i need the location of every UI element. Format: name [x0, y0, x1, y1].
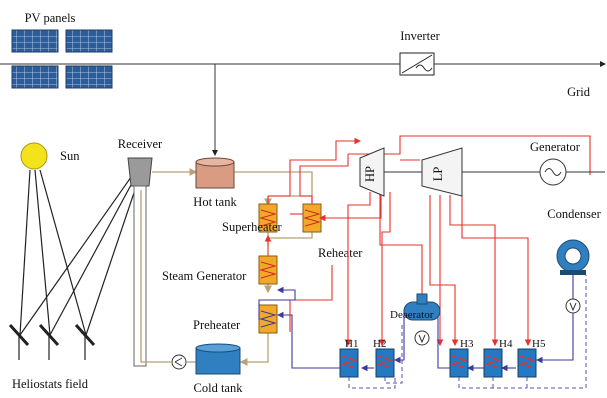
superheater-hx	[258, 203, 278, 233]
h1-label: H1	[345, 338, 358, 350]
feedwater-heater-h3	[449, 348, 469, 378]
generator-label: Generator	[530, 140, 581, 154]
condenser-icon	[556, 239, 590, 275]
reheater-hx	[302, 203, 322, 233]
cold-tank	[195, 343, 241, 375]
superheater-label: Superheater	[222, 220, 283, 234]
heliostat-mirrors	[8, 323, 96, 347]
lp-label: LP	[431, 167, 445, 182]
condensate-pump-icon	[565, 298, 581, 314]
steam-lines	[264, 136, 591, 347]
receiver-tower	[133, 185, 147, 367]
feedwater-heater-h1	[339, 348, 359, 378]
preheater-label: Preheater	[193, 318, 241, 332]
drain-lines	[348, 275, 587, 389]
steam-generator-hx	[258, 255, 278, 285]
heliostats-field-label: Heliostats field	[12, 377, 89, 391]
pv-panels	[11, 29, 113, 89]
heliostat-posts	[18, 335, 86, 360]
salt-pump-icon	[171, 354, 187, 370]
receiver-label: Receiver	[118, 137, 163, 151]
feedwater-heater-h5	[517, 348, 537, 378]
hp-label: HP	[363, 166, 377, 182]
lp-turbine	[421, 147, 463, 197]
h4-label: H4	[499, 338, 513, 350]
feed-pump-icon	[414, 330, 430, 346]
deaerator-icon	[403, 293, 441, 321]
hp-turbine	[359, 147, 385, 197]
hot-tank-label: Hot tank	[193, 195, 237, 209]
h5-label: H5	[532, 338, 546, 350]
inverter-icon	[399, 52, 435, 76]
pv-panels-label: PV panels	[25, 11, 76, 25]
receiver-icon	[127, 157, 153, 187]
condenser-label: Condenser	[547, 207, 601, 221]
sun-rays	[19, 169, 87, 336]
h2-label: H2	[373, 338, 386, 350]
feedwater-heater-h4	[483, 348, 503, 378]
cold-tank-label: Cold tank	[194, 381, 244, 395]
preheater-hx	[258, 304, 278, 334]
inverter-label: Inverter	[400, 29, 440, 43]
sun-label: Sun	[60, 149, 80, 163]
reflected-rays	[19, 169, 141, 336]
reheater-label: Reheater	[318, 246, 363, 260]
h3-label: H3	[460, 338, 474, 350]
deaerator-label: Deaerator	[390, 309, 434, 321]
grid-label: Grid	[567, 85, 591, 99]
hot-tank	[195, 157, 235, 189]
sun-icon	[20, 142, 48, 170]
steam-generator-label: Steam Generator	[162, 269, 247, 283]
feedwater-heater-h2	[375, 348, 395, 378]
